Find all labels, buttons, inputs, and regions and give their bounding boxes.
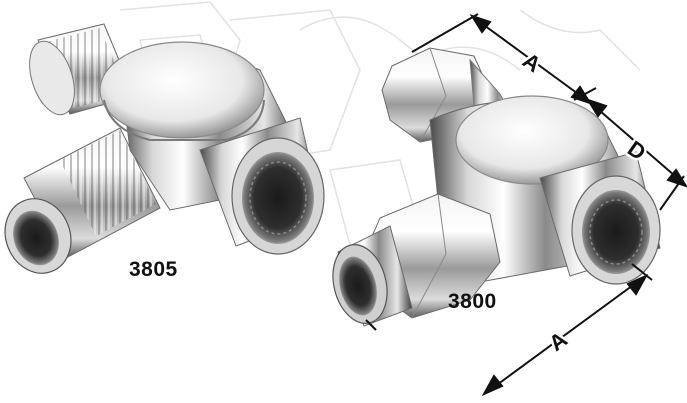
- fitting-3800-image: [332, 47, 661, 327]
- dimension-a-bottom-label: A: [544, 326, 572, 356]
- part-number-3800-label: 3800: [448, 290, 497, 313]
- fitting-3805-image: [4, 23, 325, 274]
- dimension-a-top-line: [469, 14, 593, 105]
- fitting-3800-cap: [455, 95, 609, 185]
- dimension-d-line: [585, 98, 687, 188]
- fitting-3800-female-port: [539, 151, 661, 285]
- dimension-lines: [365, 13, 687, 397]
- fitting-3805-cap: [99, 41, 265, 141]
- dimension-a-bottom-line: [481, 273, 649, 397]
- fitting-3805-upper-arm: [29, 23, 135, 116]
- part-number-3805-label: 3805: [129, 258, 178, 281]
- fitting-3800-bottom-nut: [332, 193, 501, 327]
- fitting-3805-female-port: [199, 117, 325, 255]
- fitting-3805-lower-arm: [4, 127, 161, 274]
